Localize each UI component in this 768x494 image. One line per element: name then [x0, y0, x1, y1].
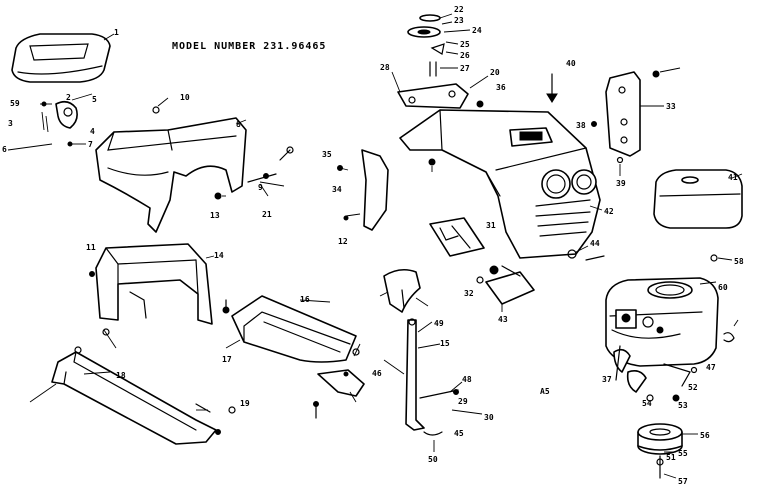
grill-bracket	[591, 67, 681, 176]
fender-fasteners	[214, 146, 294, 200]
callout-50: 50	[428, 455, 438, 464]
callout-24: 24	[472, 26, 482, 35]
callout-11: 11	[86, 243, 96, 252]
callout-47: 47	[706, 363, 716, 372]
callout-21: 21	[262, 210, 272, 219]
callout-51: 51	[666, 453, 676, 462]
callout-6: 6	[2, 145, 7, 154]
callout-57: 57	[678, 477, 688, 486]
callout-49: 49	[434, 319, 444, 328]
callout-53: 53	[678, 401, 688, 410]
screw-40	[546, 73, 558, 103]
fuel-tank	[653, 169, 743, 229]
callout-30: 30	[484, 413, 494, 422]
callout-4: 4	[90, 127, 95, 136]
curved-bracket	[379, 268, 429, 313]
rear-bracket	[317, 343, 365, 403]
fender	[95, 97, 247, 233]
callout-2: 2	[66, 93, 71, 102]
front-support	[89, 243, 215, 349]
callout-41: 41	[728, 173, 738, 182]
hardware-58	[710, 254, 733, 262]
callout-52: 52	[688, 383, 698, 392]
throttle-bracket	[476, 265, 535, 312]
callout-7: 7	[88, 140, 93, 149]
callout-1: 1	[114, 28, 119, 37]
callout-36: 36	[496, 83, 506, 92]
seat	[11, 33, 115, 83]
callout-45: 45	[454, 429, 464, 438]
step-plate	[225, 295, 357, 363]
bolt-11	[222, 299, 230, 314]
callout-33: 33	[666, 102, 676, 111]
dash-bracket	[391, 71, 489, 109]
callout-15: 15	[440, 339, 450, 348]
model-number-title: MODEL NUMBER 231.96465	[172, 41, 326, 52]
callout-5: 5	[92, 95, 97, 104]
callout-58: 58	[734, 257, 744, 266]
callout-3: 3	[8, 119, 13, 128]
callout-31: 31	[486, 221, 496, 230]
callout-10: 10	[180, 93, 190, 102]
hood	[399, 109, 603, 259]
callout-46: 46	[372, 369, 382, 378]
callout-18: 18	[116, 371, 126, 380]
callout-44: 44	[590, 239, 600, 248]
page-reference: A5	[540, 387, 550, 396]
callout-42: 42	[604, 207, 614, 216]
callout-34: 34	[332, 185, 342, 194]
callout-59: 59	[10, 99, 20, 108]
callout-9: 9	[258, 183, 263, 192]
callout-13: 13	[210, 211, 220, 220]
callout-56: 56	[700, 431, 710, 440]
frame-rail	[29, 346, 221, 445]
callout-32: 32	[464, 289, 474, 298]
hardware-44-45	[567, 245, 605, 261]
seat-hinge	[7, 93, 93, 151]
callout-48: 48	[462, 375, 472, 384]
callout-14: 14	[214, 251, 224, 260]
callout-28: 28	[380, 63, 390, 72]
callout-40: 40	[566, 59, 576, 68]
bottom-fasteners	[195, 401, 319, 419]
callout-labels: 1 2 3 4 5 6 7 8 9 10 11 12 13 14 15 16 1…	[2, 5, 744, 486]
brake-rod	[383, 318, 483, 452]
callout-55: 55	[678, 449, 688, 458]
callout-35: 35	[322, 150, 332, 159]
callout-29: 29	[458, 397, 468, 406]
dash-plate	[429, 217, 485, 257]
callout-16: 16	[300, 295, 310, 304]
callout-17: 17	[222, 355, 232, 364]
callout-22: 22	[454, 5, 464, 14]
bracket-34	[337, 149, 389, 231]
callout-26: 26	[460, 51, 470, 60]
callout-38: 38	[576, 121, 586, 130]
callout-23: 23	[454, 16, 464, 25]
engine-hardware	[613, 319, 739, 402]
callout-8: 8	[236, 120, 241, 129]
callout-19: 19	[240, 399, 250, 408]
callout-39: 39	[616, 179, 626, 188]
callout-25: 25	[460, 40, 470, 49]
callout-12: 12	[338, 237, 348, 246]
pulley	[637, 423, 698, 479]
engine	[605, 277, 719, 367]
callout-20: 20	[490, 68, 500, 77]
callout-37: 37	[602, 375, 612, 384]
steering-cap	[407, 13, 471, 77]
callout-54: 54	[642, 399, 652, 408]
callout-60: 60	[718, 283, 728, 292]
callout-27: 27	[460, 64, 470, 73]
callout-43: 43	[498, 315, 508, 324]
